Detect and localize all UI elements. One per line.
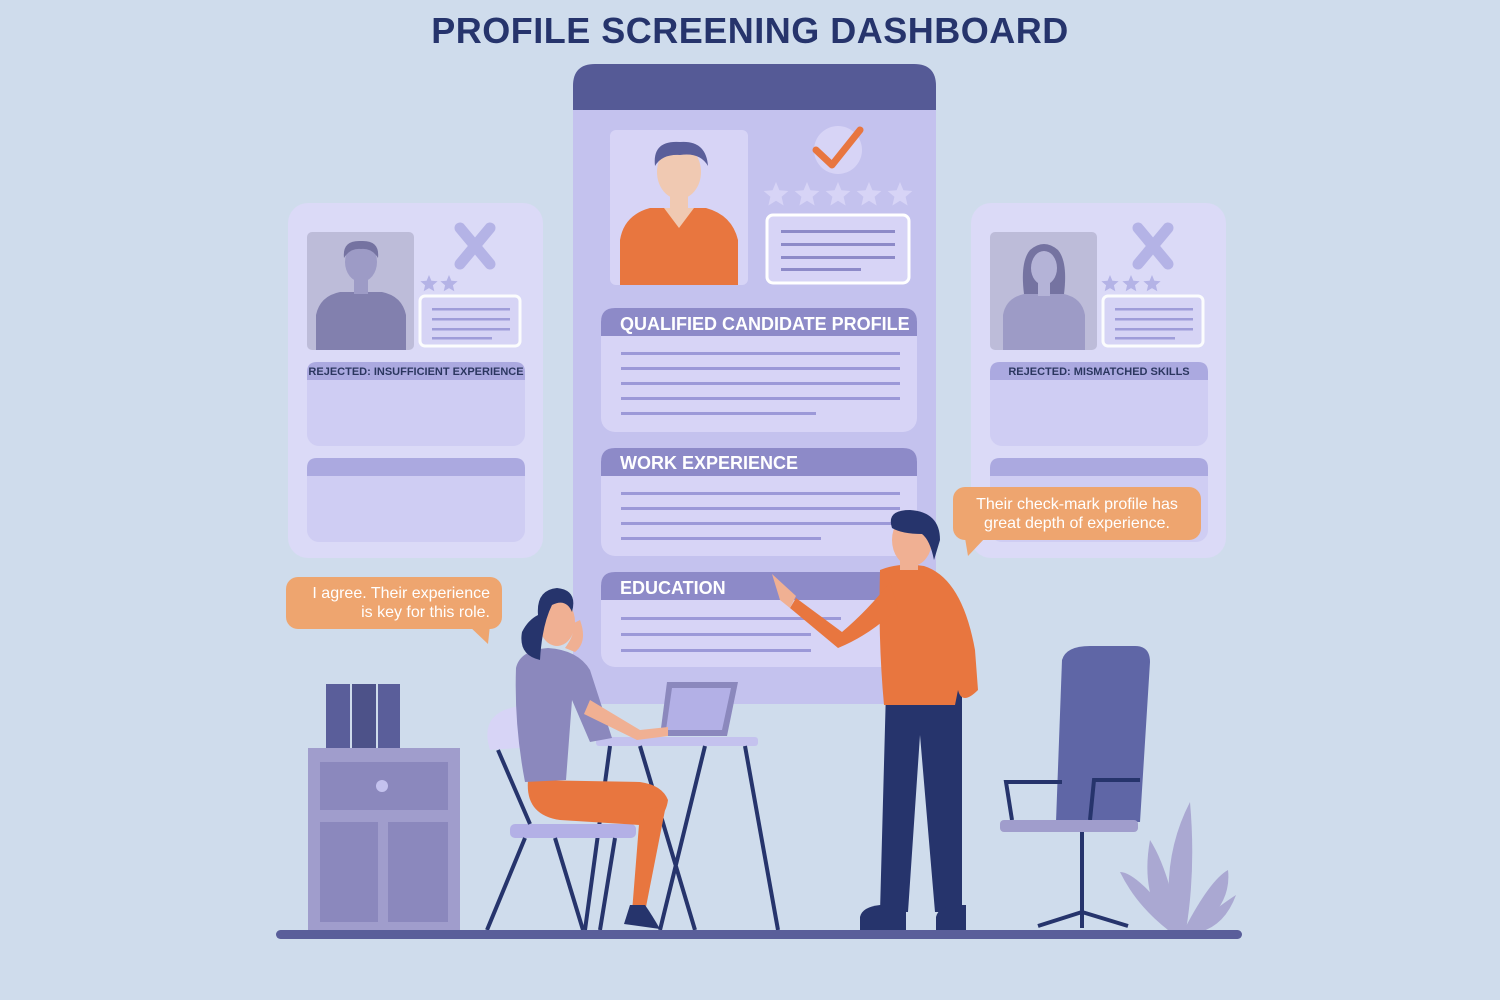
candidate-avatar	[610, 130, 748, 285]
star-icon	[887, 182, 913, 206]
section-header: WORK EXPERIENCE	[620, 453, 798, 473]
rejection-reason-label: REJECTED: INSUFFICIENT EXPERIENCE	[308, 366, 523, 378]
speech-bubble-man: Their check-mark profile has great depth…	[953, 487, 1201, 556]
star-icon	[825, 182, 851, 206]
star-icon	[1122, 275, 1140, 292]
star-icon	[794, 182, 820, 206]
speech-line: great depth of experience.	[984, 515, 1170, 532]
star-icon	[440, 275, 458, 292]
office-chair	[1000, 646, 1150, 928]
x-mark-icon	[1132, 222, 1174, 270]
man-presenter	[772, 510, 978, 930]
rejected-profile-card-left[interactable]: REJECTED: INSUFFICIENT EXPERIENCE	[288, 203, 543, 558]
x-mark-icon	[454, 222, 496, 270]
speech-line: is key for this role.	[361, 604, 490, 621]
star-icon	[1143, 275, 1161, 292]
speech-bubble-woman: I agree. Their experience is key for thi…	[286, 577, 502, 644]
binders-icon	[326, 684, 400, 748]
summary-document	[765, 213, 911, 285]
section-education[interactable]: EDUCATION	[601, 572, 917, 667]
star-icon	[856, 182, 882, 206]
section-qualified-candidate[interactable]: QUALIFIED CANDIDATE PROFILE	[601, 308, 917, 432]
section-header: EDUCATION	[620, 578, 726, 598]
rating-stars	[420, 275, 458, 292]
rejection-reason-label: REJECTED: MISMATCHED SKILLS	[1008, 366, 1189, 378]
star-icon	[1101, 275, 1119, 292]
qualified-profile-card[interactable]: QUALIFIED CANDIDATE PROFILE WORK EXPERIE…	[573, 64, 936, 704]
summary-document	[1101, 294, 1205, 348]
rating-stars	[763, 182, 913, 206]
checkmark-icon	[812, 126, 864, 174]
section-header: QUALIFIED CANDIDATE PROFILE	[620, 314, 910, 334]
woman-reviewer	[515, 588, 668, 929]
speech-line: I agree. Their experience	[312, 585, 490, 602]
candidate-avatar	[307, 232, 414, 350]
floor-line	[276, 930, 1242, 939]
summary-document	[418, 294, 522, 348]
laptop-icon	[660, 682, 738, 736]
speech-line: Their check-mark profile has	[976, 496, 1178, 513]
candidate-avatar	[990, 232, 1097, 350]
star-icon	[420, 275, 438, 292]
card-header-bar	[573, 64, 936, 110]
filing-cabinet	[308, 748, 460, 932]
section-work-experience[interactable]: WORK EXPERIENCE	[601, 448, 917, 556]
plant-icon	[1120, 802, 1236, 932]
star-icon	[763, 182, 789, 206]
rating-stars	[1101, 275, 1161, 292]
page-title: PROFILE SCREENING DASHBOARD	[431, 10, 1069, 51]
